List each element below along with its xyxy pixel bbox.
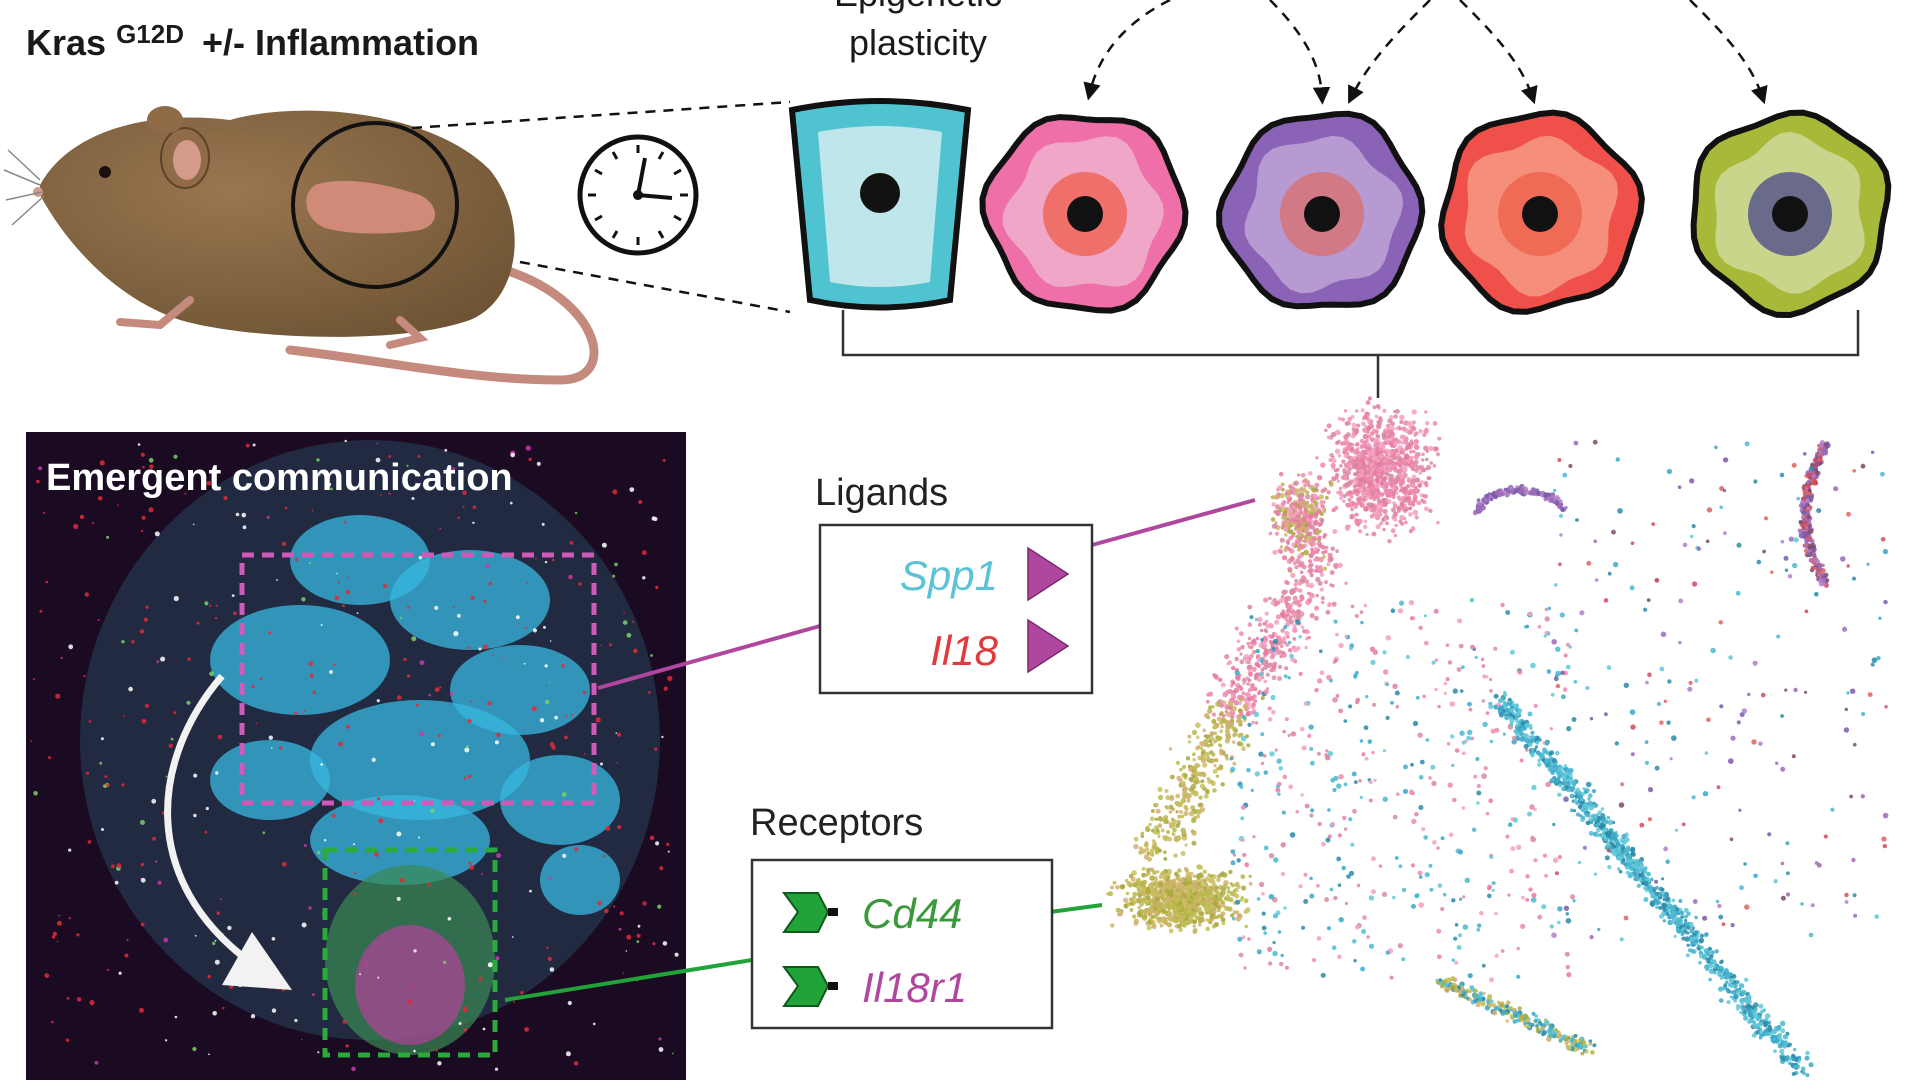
ligand-link-right — [1091, 498, 1256, 547]
communication-arrow — [164, 673, 253, 965]
tissue-blob — [290, 515, 430, 605]
cell-state-1 — [788, 98, 972, 311]
ligand-name: Il18 — [930, 627, 998, 674]
receptor-chevron-icon — [782, 892, 830, 933]
receptors-legend: Receptors Cd44 Il18r1 — [750, 802, 1054, 1030]
receptor-name: Il18r1 — [862, 964, 967, 1011]
receptor-link-left — [504, 958, 753, 1002]
tissue-blob — [210, 605, 390, 715]
plasticity-arrow-5 — [1689, 0, 1768, 105]
title-prefix: Kras — [26, 22, 106, 63]
zoom-line-bottom — [519, 260, 791, 314]
receptor-link-right — [1049, 903, 1103, 914]
ligands-box — [818, 523, 1094, 695]
communication-arrowhead — [222, 932, 292, 990]
receptor-region-box — [322, 847, 498, 1058]
plasticity-arrow-3 — [1348, 0, 1431, 104]
cell-states — [788, 98, 1892, 319]
ligands-heading: Ligands — [815, 472, 948, 514]
plasticity-label-line1: Epigenetic — [834, 0, 1002, 14]
tissue-blob — [210, 740, 330, 820]
title-suffix: +/- Inflammation — [202, 22, 479, 63]
receptor-chevron-icon — [782, 966, 830, 1007]
cell-state-5 — [1690, 109, 1892, 319]
panel-title: Emergent communication — [46, 457, 513, 499]
mouse-illustration — [3, 106, 599, 385]
umap-scatter — [1106, 396, 1889, 1078]
tissue-blob — [500, 755, 620, 845]
title-superscript: G12D — [116, 19, 184, 49]
zoom-circle — [291, 121, 459, 289]
microscopy-panel: Emergent communication — [26, 432, 686, 1080]
clock-icon — [577, 134, 699, 256]
cyan-tissue-signal — [210, 515, 620, 1055]
ligand-triangle-icon — [1027, 546, 1070, 602]
ligands-legend: Ligands Spp1 Il18 — [815, 472, 1094, 695]
fluorescence-speckle — [30, 439, 679, 1072]
ligand-name: Spp1 — [900, 552, 998, 599]
plasticity-arrow-1 — [1083, 0, 1171, 101]
plasticity-arrows — [1083, 0, 1768, 105]
plasticity-label-line2: plasticity — [849, 22, 987, 63]
title-text: Kras G12D +/- Inflammation — [26, 10, 479, 63]
zoom-line-top — [411, 100, 791, 130]
tissue-blob — [355, 925, 465, 1045]
receptors-heading: Receptors — [750, 802, 923, 844]
tissue-blob — [310, 795, 490, 885]
plasticity-arrow-4 — [1459, 0, 1538, 105]
receptor-name: Cd44 — [862, 890, 962, 937]
cell-state-3 — [1216, 110, 1426, 310]
plasticity-arrow-2 — [1269, 0, 1331, 105]
ligand-triangle-icon — [1027, 618, 1070, 674]
cell-state-2 — [979, 114, 1189, 314]
tissue-blob — [310, 700, 530, 820]
cell-state-4 — [1438, 109, 1645, 315]
tissue-blob — [540, 845, 620, 915]
ligand-link-left — [597, 624, 821, 690]
cells-bracket — [841, 310, 1860, 398]
tissue-blob — [390, 550, 550, 650]
